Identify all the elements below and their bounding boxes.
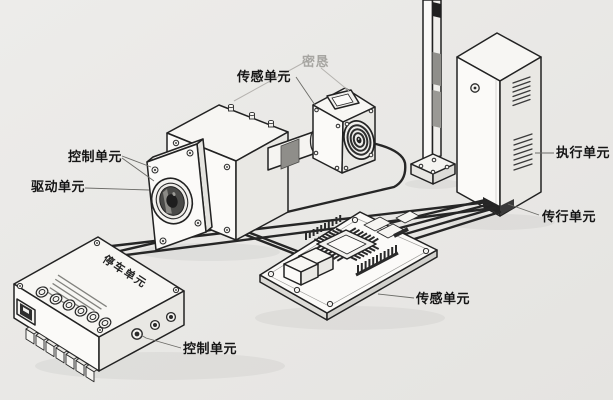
shadows — [35, 179, 555, 380]
shaft-gray-band — [280, 138, 300, 170]
fan-icon — [343, 120, 375, 160]
fanbox-top-button — [326, 89, 360, 110]
pole-stripe-gray-2 — [432, 90, 441, 128]
label-transmission-right: 传行单元 — [541, 209, 596, 225]
label-control-bottom: 控制单元 — [183, 341, 237, 357]
cabinet-vents-lower — [513, 133, 533, 171]
pole-stripe-gray-1 — [432, 52, 441, 86]
camera-lens-housing — [146, 138, 213, 251]
cabinet-vents-upper — [512, 76, 531, 107]
camera-lens — [150, 177, 194, 225]
pcb-header-pins — [305, 215, 342, 240]
pole-stripe-black — [432, 2, 441, 18]
pcb-terminal-strip — [355, 245, 399, 277]
camera-unit — [146, 103, 321, 251]
leader-lines — [84, 62, 554, 349]
label-actuator-right: 执行单元 — [556, 145, 610, 161]
label-fanbox-gray: 密恳 — [301, 54, 329, 70]
label-sensor-board: 传感单元 — [415, 291, 470, 307]
pcb-relay-blocks — [283, 247, 334, 286]
pcb-sensor-board — [259, 210, 438, 321]
pole-base — [410, 153, 456, 185]
barrier-pole — [410, 0, 456, 185]
controller-jacks — [131, 311, 177, 340]
fan-box-unit — [312, 87, 376, 174]
label-sensor-top: 传感单元 — [236, 69, 291, 85]
label-control-left: 控制单元 — [68, 149, 122, 165]
controller-terminal-blocks — [25, 326, 98, 383]
labels: 传感单元 密恳 控制单元 驱动单元 执行单元 传行单元 传感单元 控制单元 — [31, 54, 610, 357]
actuator-cabinet — [456, 32, 542, 217]
cable-fanbox-to-controller — [118, 141, 407, 253]
label-drive-left: 驱动单元 — [31, 179, 85, 195]
cabinet-lock — [470, 83, 480, 93]
cable-cabinet-to-board-3 — [400, 206, 497, 237]
controller-unit: 停车单元 — [13, 236, 185, 383]
ethernet-port — [16, 298, 36, 326]
cable-cabinet-to-board-2 — [394, 202, 492, 231]
camera-top-nubs — [227, 103, 275, 128]
pcb-connectors — [363, 210, 420, 239]
controller-knobs — [35, 286, 112, 329]
cable-cabinet-to-board-4 — [406, 210, 502, 243]
